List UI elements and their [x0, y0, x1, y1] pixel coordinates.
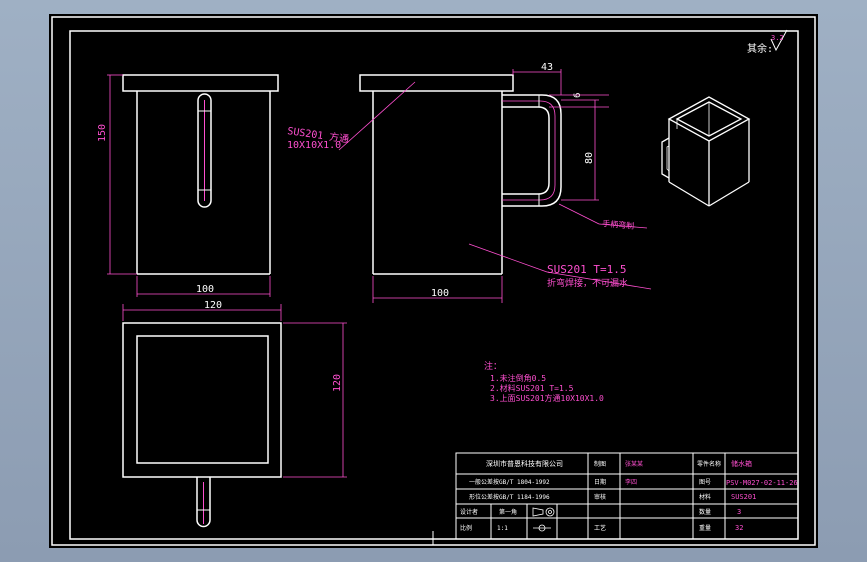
leader-line-body: [468, 243, 548, 273]
tb-part-name-value: 储水箱: [731, 459, 752, 468]
front-height-dimension: [107, 74, 137, 275]
tb-designer-label: 设计者: [460, 508, 478, 516]
handle-height-dimension: [561, 99, 599, 201]
tb-weight-value: 32: [735, 524, 743, 532]
leader-line-handle-tail: [598, 223, 648, 229]
leader-body-line2: 折弯焊接，不可漏水: [547, 277, 628, 289]
note-2: 2.材料SUS201 T=1.5: [490, 383, 574, 393]
tb-std1: 一般公差按GB/T 1804-1992: [469, 478, 550, 486]
tb-sheet-label: 第一角: [499, 508, 517, 516]
tb-qty-value: 3: [737, 508, 741, 516]
tb-material-label: 材料: [699, 493, 711, 501]
handle-thickness-dimension: [549, 94, 609, 108]
side-view: [359, 74, 562, 275]
drawing-sheet: 其余: 3.2 150 100 120: [49, 14, 818, 548]
isometric-view: [661, 96, 751, 207]
handle-offset-dimension: [512, 69, 562, 95]
tb-drawing-no-label: 图号: [699, 479, 711, 486]
tb-part-name-label: 零件名称: [697, 460, 721, 468]
tb-scale-value: 1:1: [497, 525, 508, 532]
roughness-value: 3.2: [771, 34, 784, 42]
leader-line-handle: [558, 203, 600, 225]
tb-drawing-no-value: PSV-M027-02-11-26: [726, 479, 798, 487]
top-height-label: 120: [332, 374, 343, 392]
top-view: [122, 322, 282, 528]
technical-drawing: 其余: 3.2 150 100 120: [51, 16, 816, 546]
tb-weight-label: 重量: [699, 524, 711, 532]
tb-material-value: SUS201: [731, 493, 756, 501]
front-width-label: 100: [196, 284, 214, 295]
top-height-dimension: [283, 322, 347, 478]
leader-line-body-tail: [546, 271, 652, 290]
tb-process-label: 工艺: [594, 524, 606, 532]
leader-tube-line2: 10X10X1.0: [287, 140, 341, 151]
tb-drawn-label: 制图: [594, 460, 606, 468]
handle-height-label: 80: [584, 152, 595, 164]
front-view: [122, 74, 279, 275]
roughness-symbol-icon: [770, 29, 788, 52]
handle-thickness-label: 6: [573, 93, 583, 98]
tb-company: 深圳市普恩科技有限公司: [486, 459, 563, 468]
leader-line-tube: [338, 81, 416, 151]
first-angle-projection-icon: [532, 507, 555, 517]
inner-frame: [69, 30, 799, 540]
front-height-label: 150: [97, 124, 108, 142]
handle-offset-label: 43: [541, 62, 553, 73]
tb-qty-label: 数量: [699, 508, 711, 516]
side-width-dimension: [372, 276, 503, 303]
notes-title: 注：: [484, 360, 502, 372]
leader-handle-text: 手柄弯制: [602, 218, 635, 231]
title-block-small-icon: [533, 524, 551, 532]
leader-body-line1: SUS201 T=1.5: [547, 263, 626, 276]
top-width-label: 120: [204, 300, 222, 311]
tb-date-label: 日期: [594, 478, 606, 486]
title-block: [455, 452, 799, 540]
note-1: 1.未注倒角0.5: [490, 373, 546, 383]
tb-checker-value: 李四: [625, 478, 637, 486]
front-width-dimension: [136, 276, 271, 297]
side-width-label: 100: [431, 288, 449, 299]
tb-scale-label: 比例: [460, 524, 472, 532]
tb-std2: 形位公差按GB/T 1184-1996: [469, 493, 550, 501]
tb-designer-value: 张某某: [625, 460, 643, 468]
note-3: 3.上面SUS201方通10X10X1.0: [490, 393, 604, 403]
top-width-dimension: [122, 304, 282, 321]
tb-checker-label: 审核: [594, 493, 606, 501]
roughness-label: 其余:: [747, 42, 773, 55]
